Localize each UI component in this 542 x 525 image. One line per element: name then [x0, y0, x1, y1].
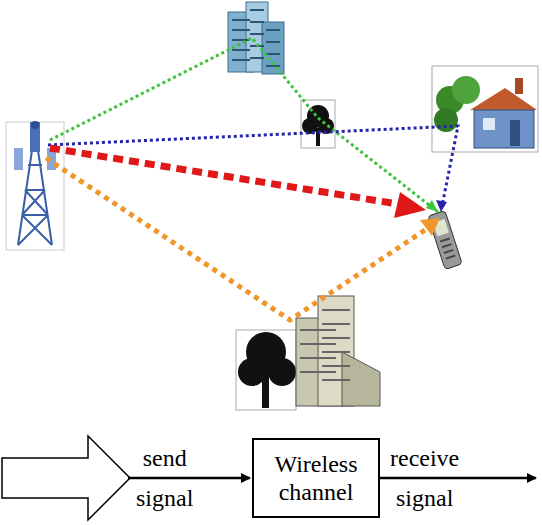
office-building [228, 2, 284, 74]
base-station-tower [6, 121, 64, 250]
house [432, 66, 538, 152]
signal-label: send signal [136, 438, 193, 518]
signal-label: receive signal [390, 438, 459, 518]
channel-box: Wireless channel [252, 438, 380, 518]
building-with-tree [236, 296, 380, 410]
propagation-paths [46, 38, 458, 320]
tree [301, 100, 335, 148]
box-label: Wireless channel [274, 450, 357, 506]
signal-flow [2, 436, 536, 520]
